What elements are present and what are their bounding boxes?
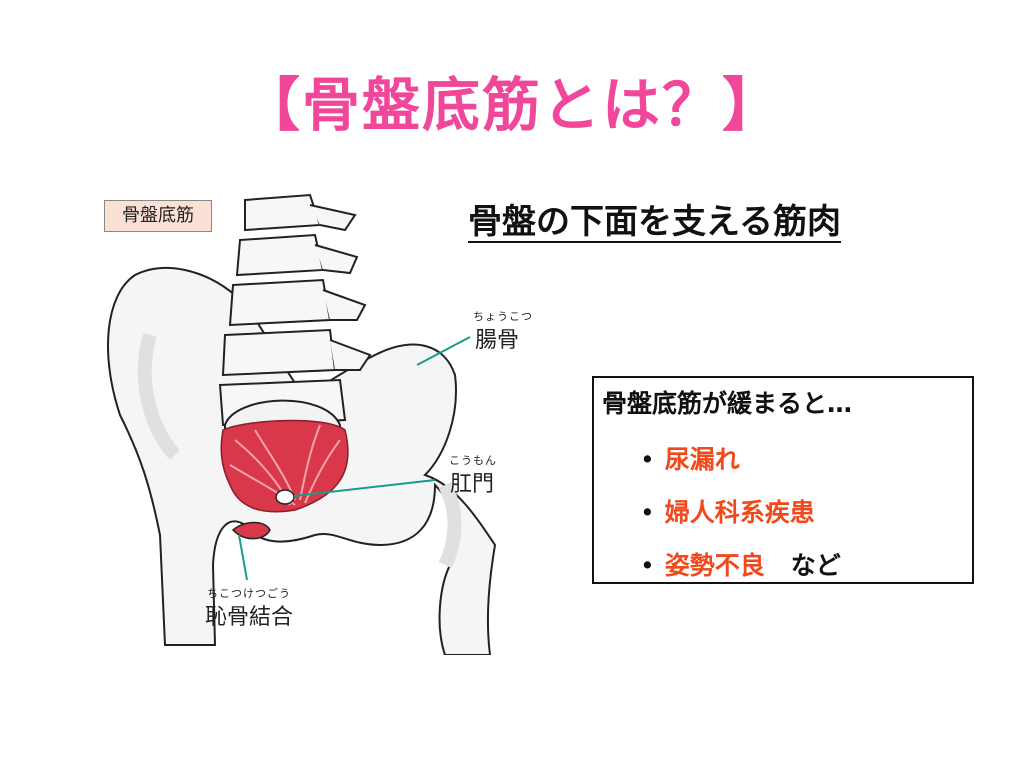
effects-box: 骨盤底筋が緩まると… • 尿漏れ • 婦人科系疾患 • 姿勢不良など — [592, 376, 974, 584]
bullet: • — [640, 551, 655, 580]
item-text: 姿勢不良 — [664, 551, 765, 580]
anus-opening — [275, 489, 295, 505]
bullet: • — [640, 498, 655, 527]
ilium-ruby: ちょうこつ — [473, 310, 533, 323]
box-heading: 骨盤底筋が緩まると… — [602, 389, 853, 418]
pubic-symphysis — [231, 521, 271, 540]
symphysis-label: 恥骨結合 — [205, 605, 294, 630]
bullet: • — [640, 445, 655, 474]
figure-label: 骨盤底筋 — [104, 200, 212, 232]
anus-ruby: こうもん — [449, 454, 497, 467]
item-text: 婦人科系疾患 — [664, 498, 815, 527]
pelvic-floor-muscle — [220, 419, 349, 513]
anus-label: 肛門 — [450, 472, 495, 497]
list-item: • 尿漏れ — [640, 440, 766, 476]
pelvis-illustration — [95, 185, 550, 655]
item-text: 尿漏れ — [664, 445, 740, 474]
symphysis-leader — [238, 534, 248, 581]
ilium-label: 腸骨 — [475, 328, 520, 353]
subtitle: 骨盤の下面を支える筋肉 — [468, 202, 841, 242]
list-item: • 姿勢不良など — [640, 546, 841, 582]
ilium-leader — [416, 336, 471, 366]
symphysis-ruby: ちこつけつごう — [207, 587, 291, 600]
anus-leader — [293, 479, 436, 497]
pelvis-drawing — [107, 193, 497, 655]
slide-title: 【骨盤底筋とは？】 — [241, 71, 782, 139]
list-item: • 婦人科系疾患 — [640, 493, 841, 529]
item-after: など — [790, 551, 841, 580]
